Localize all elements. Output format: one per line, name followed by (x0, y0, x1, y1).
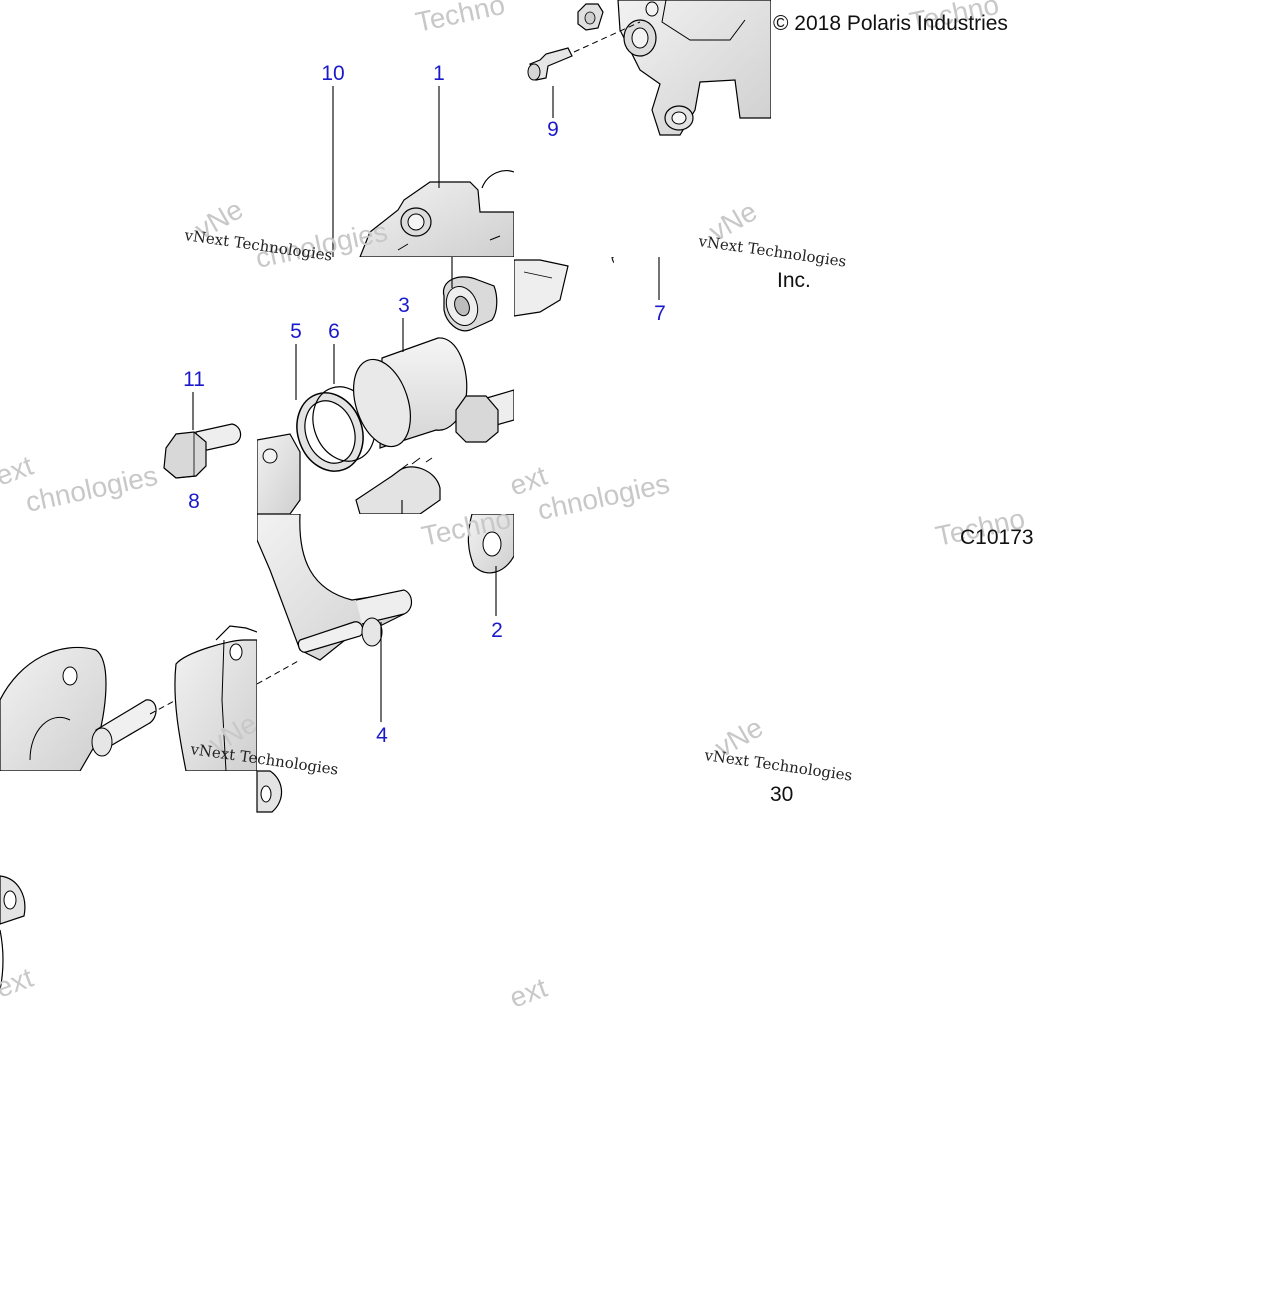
watermark-line: vNext Technologies (702, 746, 853, 785)
watermark-text: ext (0, 962, 37, 1004)
caliper-casting (527, 0, 771, 136)
callout-1: 1 (433, 62, 445, 85)
callout-10: 10 (321, 62, 344, 85)
callout-11: 11 (183, 368, 205, 391)
callout-5: 5 (290, 320, 302, 343)
watermark-text: chnologies (23, 460, 160, 518)
watermark-text: chnologies (535, 468, 672, 526)
bolt-group (163, 423, 242, 479)
brake-pads (0, 625, 257, 771)
watermark-text: Techno (413, 0, 508, 38)
leader-lines (192, 86, 660, 722)
watermarks: Techno Techno Techno Techno vNe vNe vNe … (0, 0, 1028, 1014)
watermark-text: ext (505, 972, 551, 1014)
callout-7: 7 (654, 302, 666, 325)
callout-3: 3 (398, 294, 410, 317)
piston-group (257, 276, 514, 514)
mounting-bracket (257, 514, 514, 685)
watermark-line: vNext Technologies (696, 232, 847, 271)
callout-4: 4 (376, 724, 388, 747)
figure-code: C10173 (960, 526, 1034, 549)
callouts: 1 2 3 4 5 6 7 8 9 10 11 (183, 62, 666, 747)
part-fragments (0, 770, 283, 991)
callout-9: 9 (547, 118, 559, 141)
page-number: 30 (770, 783, 793, 806)
copyright-text: © 2018 Polaris Industries (773, 12, 1008, 35)
caliper-body-upper (359, 169, 514, 257)
copyright-suffix: Inc. (777, 269, 811, 292)
bracket-rail (514, 257, 614, 317)
callout-6: 6 (328, 320, 340, 343)
callout-8: 8 (188, 490, 200, 513)
callout-2: 2 (491, 619, 503, 642)
